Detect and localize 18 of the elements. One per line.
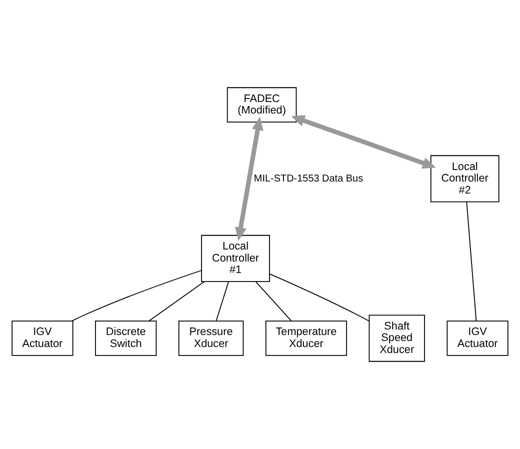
edge-label: MIL-STD-1553 Data Bus [254, 173, 364, 184]
connector [148, 281, 205, 322]
connector [216, 281, 229, 322]
arrow [291, 115, 436, 169]
connector [72, 270, 202, 322]
node-box: Temperature Xducer [265, 320, 348, 356]
connector [256, 281, 292, 322]
node-box: Local Controller #2 [430, 155, 500, 202]
node-box: IGV Actuator [12, 320, 74, 356]
node-box: Shaft Speed Xducer [368, 314, 425, 362]
node-box: Discrete Switch [95, 320, 157, 356]
node-box: Local Controller #1 [201, 234, 270, 282]
node-box: Pressure Xducer [178, 320, 244, 356]
node-box: FADEC (Modified) [226, 87, 297, 123]
connector [466, 201, 477, 322]
arrow [234, 116, 264, 241]
connector [269, 274, 370, 322]
node-box: IGV Actuator [446, 320, 508, 356]
